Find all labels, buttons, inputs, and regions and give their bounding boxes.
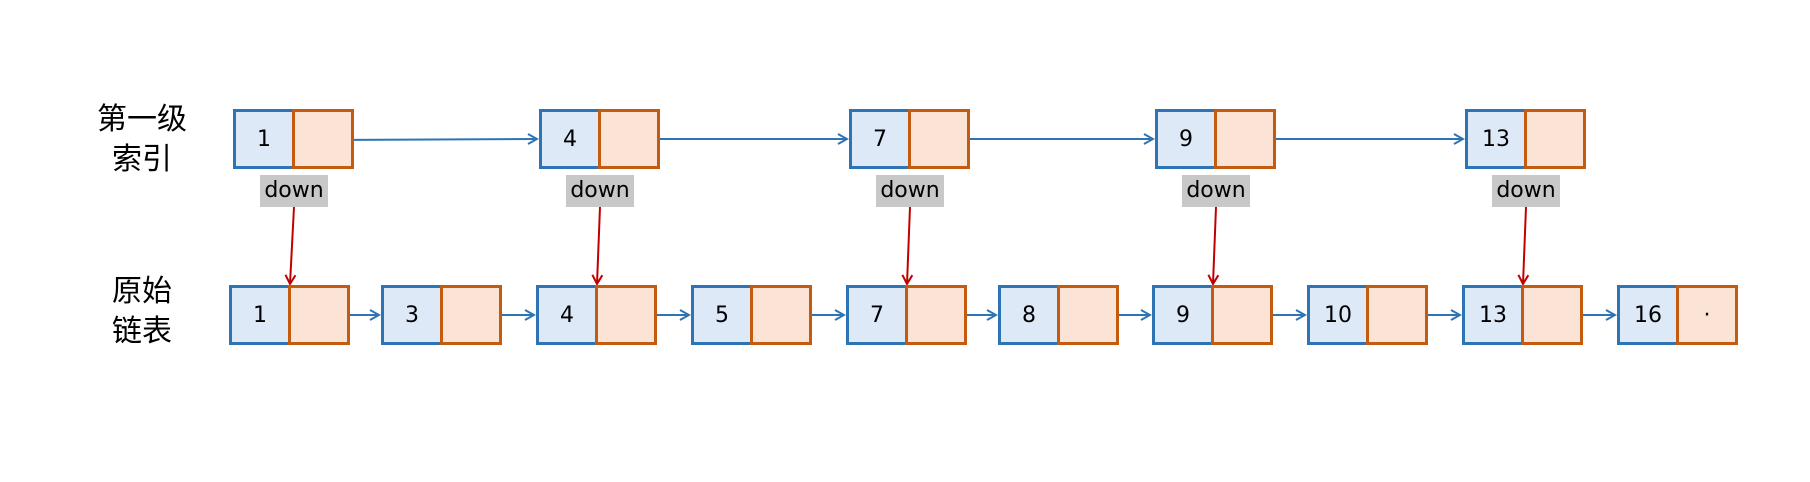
list-node-next-pointer — [1211, 285, 1273, 345]
list-node-next-pointer — [1057, 285, 1119, 345]
list-node-next-pointer — [288, 285, 350, 345]
list-node-value: 13 — [1462, 285, 1524, 345]
list-node-next-pointer — [1521, 285, 1583, 345]
next-arrow — [324, 139, 537, 140]
index-node: 4 — [539, 109, 660, 169]
list-node-value: 7 — [846, 285, 908, 345]
list-node-next-pointer — [440, 285, 502, 345]
index-node-next-pointer — [292, 109, 354, 169]
original-list-label: 原始 链表 — [82, 272, 202, 352]
index-node: 1 — [233, 109, 354, 169]
list-node-next-pointer: · — [1676, 285, 1738, 345]
list-node: 10 — [1307, 285, 1428, 345]
list-node-value: 8 — [998, 285, 1060, 345]
index-node-value: 7 — [849, 109, 911, 169]
list-node: 4 — [536, 285, 657, 345]
down-label: down — [260, 175, 328, 207]
list-node-next-pointer — [1366, 285, 1428, 345]
list-node: 1 — [229, 285, 350, 345]
index-level-label-line2: 索引 — [112, 142, 172, 177]
list-node-value: 3 — [381, 285, 443, 345]
list-node: 8 — [998, 285, 1119, 345]
index-node: 9 — [1155, 109, 1276, 169]
list-node-next-pointer — [750, 285, 812, 345]
list-node-value: 16 — [1617, 285, 1679, 345]
down-label: down — [876, 175, 944, 207]
index-node-next-pointer — [908, 109, 970, 169]
index-node-value: 13 — [1465, 109, 1527, 169]
down-arrow — [290, 206, 294, 284]
index-node-value: 9 — [1155, 109, 1217, 169]
index-node-next-pointer — [1214, 109, 1276, 169]
index-node-value: 4 — [539, 109, 601, 169]
index-node: 7 — [849, 109, 970, 169]
down-arrow — [597, 206, 600, 284]
list-node: 9 — [1152, 285, 1273, 345]
list-node-value: 5 — [691, 285, 753, 345]
down-label: down — [1492, 175, 1560, 207]
list-node: 3 — [381, 285, 502, 345]
down-label: down — [1182, 175, 1250, 207]
list-node: 7 — [846, 285, 967, 345]
list-node-value: 1 — [229, 285, 291, 345]
list-node-next-pointer — [595, 285, 657, 345]
list-node-next-pointer — [905, 285, 967, 345]
list-node-value: 4 — [536, 285, 598, 345]
index-node-next-pointer — [598, 109, 660, 169]
index-node: 13 — [1465, 109, 1586, 169]
index-level-label-line1: 第一级 — [97, 102, 187, 137]
original-list-label-line1: 原始 — [112, 274, 172, 309]
list-node: 16· — [1617, 285, 1738, 345]
down-arrow — [1523, 206, 1526, 284]
index-node-value: 1 — [233, 109, 295, 169]
down-label: down — [566, 175, 634, 207]
original-list-label-line2: 链表 — [112, 314, 172, 349]
list-node-value: 10 — [1307, 285, 1369, 345]
list-node: 5 — [691, 285, 812, 345]
down-arrow — [907, 206, 910, 284]
list-node: 13 — [1462, 285, 1583, 345]
down-arrow — [1213, 206, 1216, 284]
index-node-next-pointer — [1524, 109, 1586, 169]
index-level-label: 第一级 索引 — [82, 100, 202, 180]
list-node-value: 9 — [1152, 285, 1214, 345]
